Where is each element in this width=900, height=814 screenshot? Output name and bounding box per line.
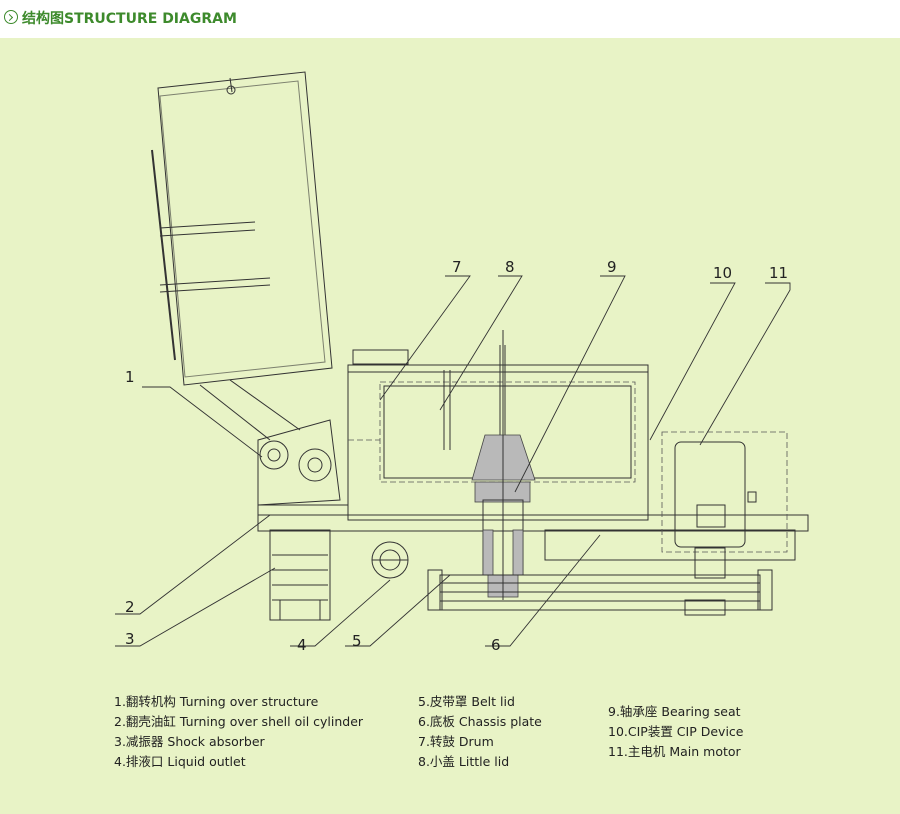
turning-structure [199,379,341,506]
callout-7: 7 [452,258,462,276]
legend-item: 10.CIP装置 CIP Device [608,724,744,739]
legend-col-2: 5.皮带罩 Belt lid 6.底板 Chassis plate 7.转鼓 D… [418,692,542,772]
legend-item: 11.主电机 Main motor [608,744,741,759]
callout-10: 10 [713,264,732,282]
legend-item: 6.底板 Chassis plate [418,714,542,729]
legend-item: 4.排液口 Liquid outlet [114,754,246,769]
legend-item: 9.轴承座 Bearing seat [608,704,741,719]
base-frame [257,504,809,621]
main-casing [347,349,649,521]
tilted-lid [151,71,333,386]
callout-11: 11 [769,264,788,282]
callout-6: 6 [491,636,501,654]
callout-3: 3 [125,630,135,648]
legend-col-1: 1.翻转机构 Turning over structure 2.翻壳油缸 Tur… [114,692,363,772]
section-title: 结构图STRUCTURE DIAGRAM [22,11,237,27]
chevron-circle-icon [4,10,18,24]
legend-item: 7.转鼓 Drum [418,734,494,749]
callout-numbers: 1 2 3 4 5 6 7 8 9 10 11 [125,258,788,654]
legend-item: 3.减振器 Shock absorber [114,734,265,749]
liquid-outlet [371,541,409,579]
legend-item: 2.翻壳油缸 Turning over shell oil cylinder [114,714,364,729]
legend-item: 5.皮带罩 Belt lid [418,694,515,709]
callout-8: 8 [505,258,515,276]
main-motor [661,431,788,616]
callout-4: 4 [297,636,307,654]
legend-item: 1.翻转机构 Turning over structure [114,694,319,709]
diagram-drawing: 1 2 3 4 5 6 7 8 9 10 11 [115,71,809,654]
structure-diagram: 1 2 3 4 5 6 7 8 9 10 11 [0,38,900,810]
callout-2: 2 [125,598,135,616]
callout-5: 5 [352,632,362,650]
callout-9: 9 [607,258,617,276]
legend-col-3: 9.轴承座 Bearing seat 10.CIP装置 CIP Device 1… [608,702,743,762]
legend-item: 8.小盖 Little lid [418,754,510,769]
callout-1: 1 [125,368,135,386]
section-header: 结构图STRUCTURE DIAGRAM [0,0,900,38]
lower-rails [427,529,796,611]
central-hub [471,330,536,600]
leader-lines [115,275,791,647]
